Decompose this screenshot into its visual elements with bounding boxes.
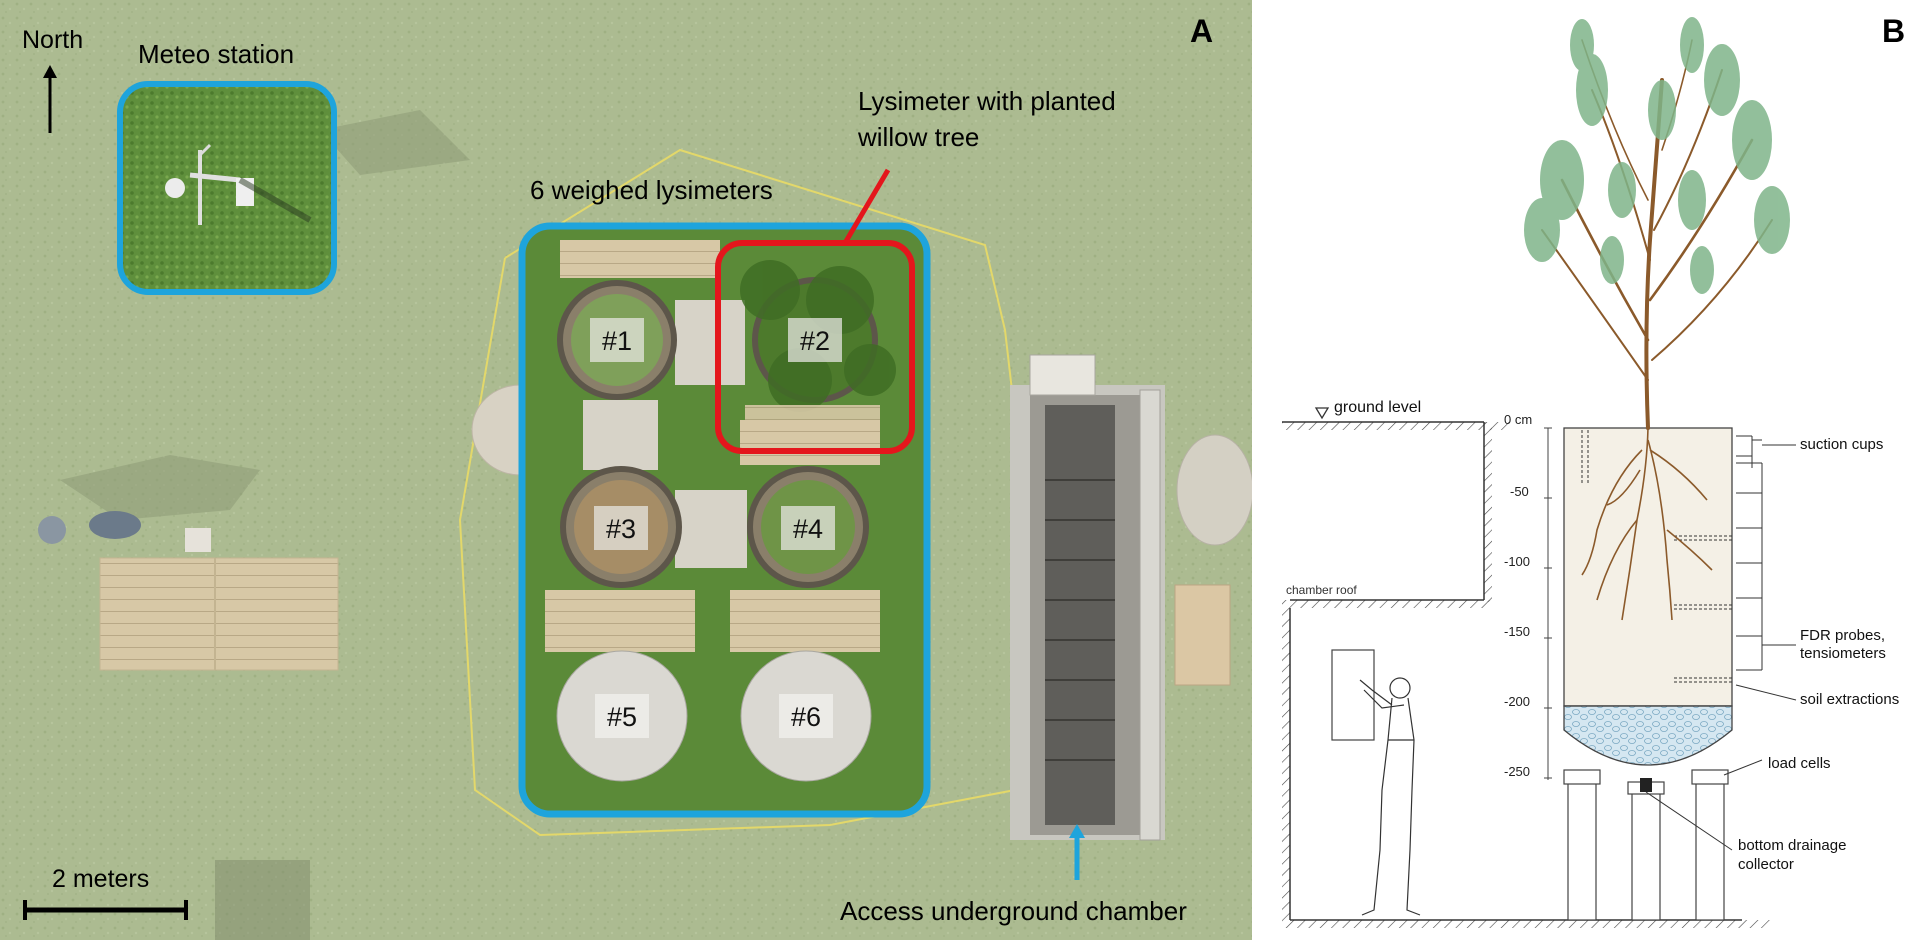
- lysimeter-label-1: #1: [602, 326, 632, 356]
- suction-cups-label: suction cups: [1800, 436, 1883, 453]
- meteo-station-label: Meteo station: [138, 39, 294, 69]
- willow-pointer-line: [842, 168, 891, 245]
- depth-tick-100: -100: [1504, 554, 1530, 569]
- ground-and-chamber: [1282, 407, 1772, 928]
- lysimeter-label-6: #6: [791, 702, 821, 732]
- dome-cover: [1176, 434, 1252, 546]
- shadow: [215, 860, 310, 940]
- panel-b-lysimeter-schematic: B ground level chamber roof: [1252, 0, 1920, 940]
- panel-letter-b: B: [1882, 13, 1905, 49]
- lysimeter-label-5: #5: [607, 702, 637, 732]
- north-label: North: [22, 26, 83, 54]
- north-arrow-head: [43, 65, 57, 78]
- wooden-deck: [99, 557, 339, 671]
- load-cells-label: load cells: [1768, 755, 1831, 772]
- soil-extractions-label: soil extractions: [1800, 691, 1899, 708]
- lysimeter-label-2: #2: [800, 326, 830, 356]
- depth-tick-50: -50: [1510, 484, 1529, 499]
- drainage-collector: [1640, 778, 1652, 792]
- access-arrow-head: [1069, 824, 1085, 838]
- meteo-station-inset: [117, 81, 337, 295]
- person-figure: [1359, 677, 1421, 916]
- fdr-label-line2: tensiometers: [1800, 645, 1886, 662]
- drainage-label-line2: collector: [1738, 856, 1794, 873]
- depth-tick-150: -150: [1504, 624, 1530, 639]
- underground-chamber-access: [1010, 354, 1165, 841]
- panel-letter-a: A: [1190, 13, 1213, 49]
- access-label: Access underground chamber: [840, 896, 1187, 926]
- ground-level-label: ground level: [1334, 399, 1421, 416]
- lysimeter-label-4: #4: [793, 514, 823, 544]
- willow-label-line1: Lysimeter with planted: [858, 86, 1116, 116]
- depth-axis: [1544, 427, 1552, 780]
- wooden-box: [1174, 584, 1231, 686]
- lysimeter-label-3: #3: [606, 514, 636, 544]
- shadow: [320, 110, 470, 175]
- meteo-station-instrument: [165, 143, 312, 225]
- lysimeter-vessel: [1563, 427, 1733, 766]
- person-photo: [89, 511, 141, 539]
- drainage-label-line1: bottom drainage: [1738, 837, 1846, 854]
- willow-label-line2: willow tree: [857, 122, 979, 152]
- willow-foliage: [740, 260, 896, 412]
- depth-tick-250: -250: [1504, 764, 1530, 779]
- depth-tick-0: 0 cm: [1504, 412, 1532, 427]
- chamber-wall-panel: [1331, 649, 1375, 741]
- lysimeters-frame: [518, 222, 931, 818]
- probe-markers: [1581, 430, 1732, 683]
- depth-tick-200: -200: [1504, 694, 1530, 709]
- willow-roots: [1581, 427, 1713, 621]
- lysimeter-compound: [522, 226, 927, 814]
- willow-lysimeter-frame: [715, 240, 915, 454]
- measurement-bracket: [1645, 435, 1797, 851]
- lysimeters-label: 6 weighed lysimeters: [530, 175, 773, 205]
- willow-leaves: [1524, 17, 1790, 294]
- fdr-label-line1: FDR probes,: [1800, 627, 1885, 644]
- load-cells: [1563, 769, 1729, 921]
- chamber-roof-label: chamber roof: [1286, 583, 1357, 597]
- shadow: [60, 455, 260, 520]
- panel-a-aerial-photo: #1 #2 #3 #4 #5 #6 North Meteo station 6 …: [0, 0, 1252, 940]
- scale-bar-label: 2 meters: [52, 865, 149, 893]
